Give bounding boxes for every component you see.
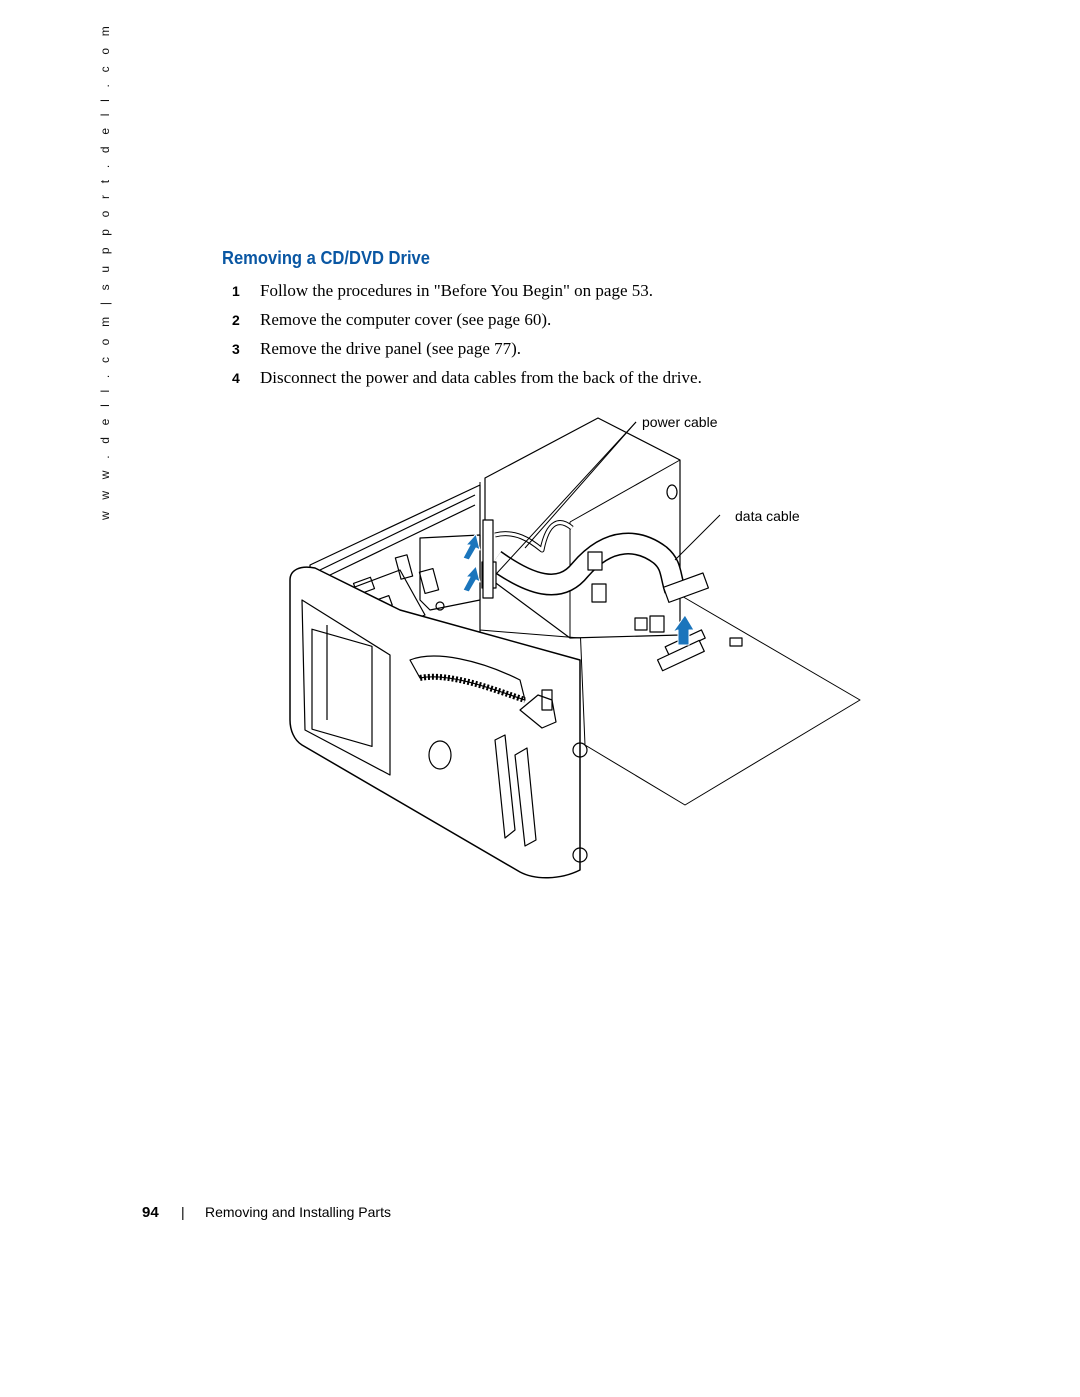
footer-chapter-title: Removing and Installing Parts <box>205 1204 391 1220</box>
step-text: Follow the procedures in "Before You Beg… <box>260 281 654 300</box>
step-item: 1 Follow the procedures in "Before You B… <box>232 281 702 310</box>
power-cable-callout: power cable <box>642 414 718 430</box>
page-number: 94 <box>142 1204 159 1221</box>
power-cable-leader <box>524 421 637 549</box>
step-text: Remove the drive panel (see page 77). <box>260 339 522 358</box>
step-text: Disconnect the power and data cables fro… <box>260 368 702 387</box>
step-number: 1 <box>232 283 240 299</box>
cd-dvd-drive-illustration: power cable data cable <box>280 410 870 885</box>
step-number: 4 <box>232 370 240 386</box>
power-button <box>428 740 452 770</box>
step-item: 3 Remove the drive panel (see page 77). <box>232 339 702 368</box>
section-heading: Removing a CD/DVD Drive <box>222 248 430 268</box>
arrow-icon <box>462 533 695 646</box>
sidebar-url: w w w . d e l l . c o m | s u p p o r t … <box>98 22 112 520</box>
step-list: 1 Follow the procedures in "Before You B… <box>232 281 702 397</box>
step-item: 2 Remove the computer cover (see page 60… <box>232 310 702 339</box>
computer-diagram <box>289 417 861 879</box>
data-cable-callout: data cable <box>735 508 800 524</box>
data-cable-leader <box>674 514 721 561</box>
cable-clip <box>587 551 603 571</box>
step-text: Remove the computer cover (see page 60). <box>260 310 552 329</box>
drive-bezel <box>311 628 373 748</box>
footer-separator: | <box>181 1204 185 1220</box>
power-supply <box>484 417 681 639</box>
step-item: 4 Disconnect the power and data cables f… <box>232 368 702 397</box>
step-number: 2 <box>232 312 240 328</box>
step-number: 3 <box>232 341 240 357</box>
